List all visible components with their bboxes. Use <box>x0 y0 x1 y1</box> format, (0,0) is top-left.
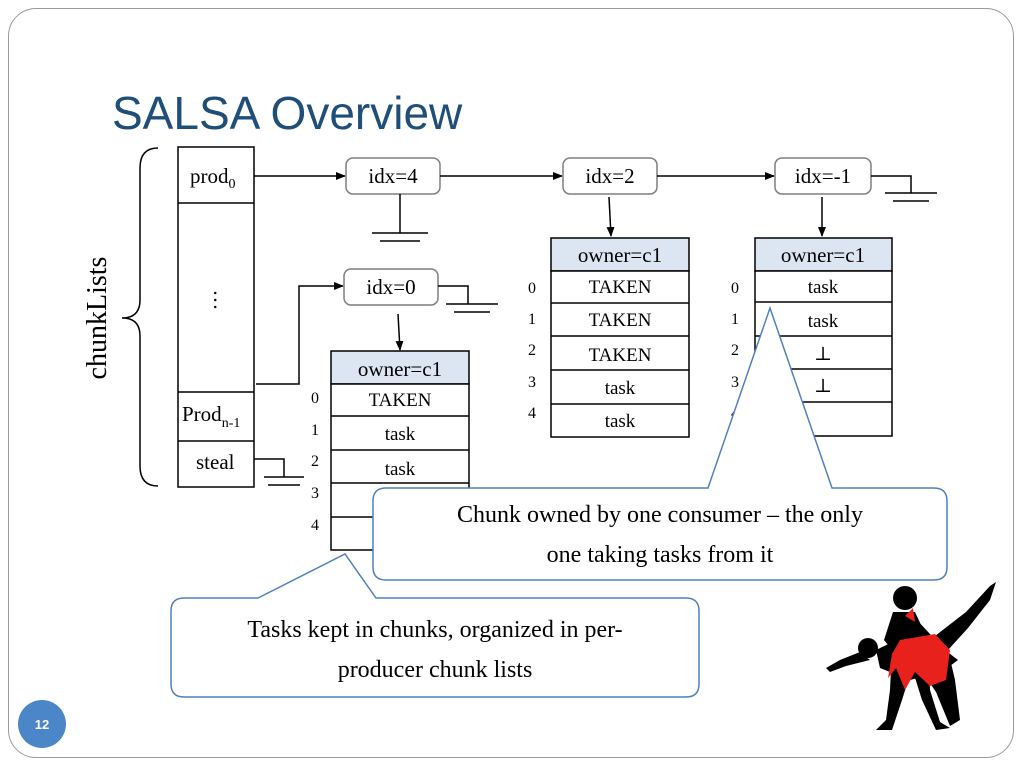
svg-text:Tasks kept in chunks, organize: Tasks kept in chunks, organized in per- <box>247 617 622 643</box>
svg-text:task: task <box>605 378 636 399</box>
svg-text:TAKEN: TAKEN <box>589 310 652 331</box>
chunk-a: owner=c1 TAKEN TAKEN TAKEN task task 0 1… <box>528 237 690 438</box>
svg-text:idx=-1: idx=-1 <box>795 164 851 188</box>
svg-text:TAKEN: TAKEN <box>589 277 652 298</box>
svg-text:3: 3 <box>528 374 536 391</box>
svg-text:1: 1 <box>731 311 739 328</box>
node-idx-4: idx=4 <box>345 157 441 195</box>
chunk-b-owner: owner=c1 <box>781 243 865 267</box>
producer-n-1-label: Prodn-1 <box>182 402 240 431</box>
svg-text:2: 2 <box>731 342 739 359</box>
chunk-a-owner: owner=c1 <box>578 243 662 267</box>
svg-text:task: task <box>605 411 636 432</box>
callout-chunk-owned: Chunk owned by one consumer – the only o… <box>372 305 948 581</box>
svg-text:2: 2 <box>528 342 536 359</box>
callout-tasks-kept: Tasks kept in chunks, organized in per- … <box>170 553 700 698</box>
svg-text:1: 1 <box>528 311 536 328</box>
page-number-badge: 12 <box>18 700 66 748</box>
svg-text:4: 4 <box>528 405 536 422</box>
svg-text:1: 1 <box>311 422 319 439</box>
svg-text:idx=2: idx=2 <box>585 164 634 188</box>
chunk-lists-label: chunkLists <box>82 257 113 380</box>
svg-text:task: task <box>808 277 839 298</box>
svg-text:2: 2 <box>311 453 319 470</box>
svg-text:Chunk owned by one consumer –: Chunk owned by one consumer – the only <box>457 502 863 528</box>
svg-text:task: task <box>808 311 839 332</box>
svg-text:⊥: ⊥ <box>814 376 832 397</box>
svg-text:task: task <box>385 424 416 445</box>
svg-text:4: 4 <box>311 517 319 534</box>
svg-text:producer chunk lists: producer chunk lists <box>338 657 533 683</box>
svg-text:task: task <box>385 459 416 480</box>
svg-text:TAKEN: TAKEN <box>369 390 432 411</box>
node-idx-2: idx=2 <box>562 157 658 195</box>
svg-text:3: 3 <box>311 485 319 502</box>
node-idx-0: idx=0 <box>343 268 439 306</box>
svg-text:0: 0 <box>528 280 536 297</box>
steal-label: steal <box>196 450 235 474</box>
svg-text:0: 0 <box>731 280 739 297</box>
slide-title: SALSA Overview <box>112 87 463 139</box>
svg-text:TAKEN: TAKEN <box>589 345 652 366</box>
node-idx-minus-1: idx=-1 <box>774 157 872 195</box>
svg-text:3: 3 <box>731 374 739 391</box>
svg-text:idx=4: idx=4 <box>368 164 418 188</box>
chunk-lists-brace <box>121 147 159 487</box>
svg-text:0: 0 <box>311 390 319 407</box>
producer-array: prod0 … Prodn-1 steal <box>177 146 255 488</box>
svg-text:idx=0: idx=0 <box>366 275 415 299</box>
producer-0-label: prod0 <box>190 164 236 192</box>
svg-text:⊥: ⊥ <box>814 344 832 365</box>
producer-ellipsis: … <box>209 290 233 311</box>
chunk-c-owner: owner=c1 <box>358 357 442 381</box>
svg-text:one taking tasks from it: one taking tasks from it <box>547 542 774 568</box>
salsa-dancers-illustration <box>826 582 996 730</box>
